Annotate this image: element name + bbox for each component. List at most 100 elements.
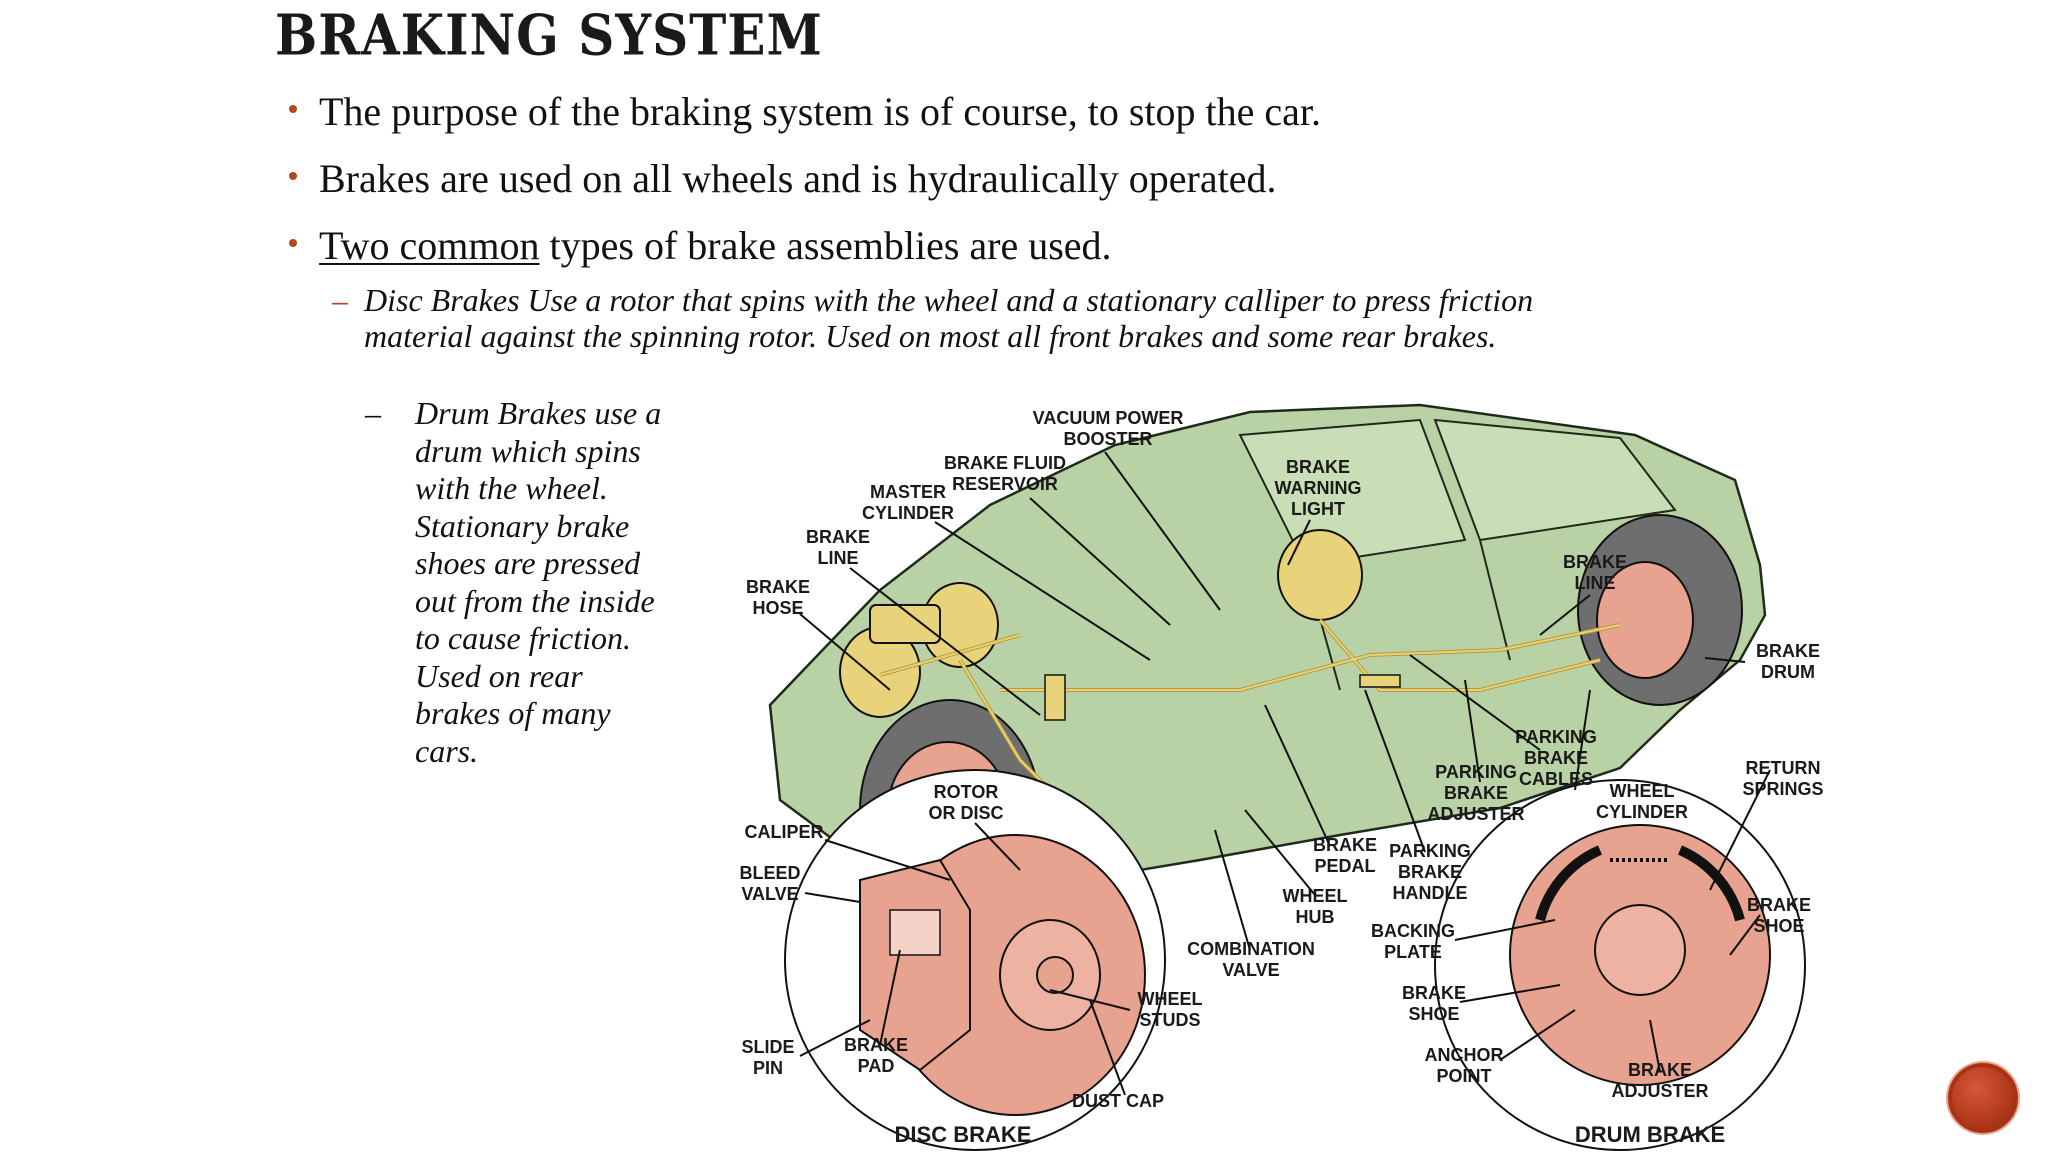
label-parking-brake-handle: PARKING BRAKE HANDLE	[1389, 841, 1471, 903]
diagram-svg: VACUUM POWER BOOSTER BRAKE FLUID RESERVO…	[739, 403, 1824, 1151]
brake-pedal	[1044, 674, 1066, 721]
svg-text:BRAKE: BRAKE	[1402, 983, 1466, 1003]
svg-text:WARNING: WARNING	[1275, 478, 1362, 498]
svg-text:SPRINGS: SPRINGS	[1742, 779, 1823, 799]
drum-line: cars.	[415, 732, 479, 769]
slide-title: BRAKING SYSTEM	[275, 2, 823, 69]
braking-system-diagram: VACUUM POWER BOOSTER BRAKE FLUID RESERVO…	[720, 390, 1840, 1152]
svg-text:LIGHT: LIGHT	[1291, 499, 1345, 519]
label-brake-drum: BRAKE DRUM	[1756, 641, 1820, 682]
svg-text:PARKING: PARKING	[1515, 727, 1597, 747]
svg-text:WHEEL: WHEEL	[1138, 989, 1203, 1009]
svg-text:ADJUSTER: ADJUSTER	[1427, 804, 1524, 824]
svg-text:ROTOR: ROTOR	[934, 782, 999, 802]
label-brake-shoe-left: BRAKE SHOE	[1402, 983, 1466, 1024]
label-wheel-studs: WHEEL STUDS	[1138, 989, 1203, 1030]
svg-text:POINT: POINT	[1436, 1066, 1491, 1086]
label-brake-pedal: BRAKE PEDAL	[1313, 835, 1377, 876]
brake-shoe	[1677, 845, 1745, 922]
disc-line-1: Disc Brakes Use a rotor that spins with …	[364, 282, 1534, 318]
svg-text:SLIDE: SLIDE	[741, 1037, 794, 1057]
bullet-dot-icon	[289, 239, 297, 247]
bullet-item: Brakes are used on all wheels and is hyd…	[285, 155, 1785, 203]
label-return-springs: RETURN SPRINGS	[1742, 758, 1823, 799]
car-window-front	[1238, 418, 1467, 567]
bullet-item: Two common types of brake assemblies are…	[285, 222, 1785, 270]
svg-text:WHEEL: WHEEL	[1283, 886, 1348, 906]
svg-text:PIN: PIN	[753, 1058, 783, 1078]
drum-brake-description: – Drum Brakes use a drum which spins wit…	[365, 395, 770, 770]
svg-text:BRAKE: BRAKE	[1524, 748, 1588, 768]
sub-bullet-dash: –	[365, 395, 381, 431]
drum-line: Used on rear	[415, 657, 583, 694]
drum-line: drum which spins	[415, 432, 641, 469]
svg-text:ADJUSTER: ADJUSTER	[1611, 1081, 1708, 1101]
bullet-list: The purpose of the braking system is of …	[285, 88, 1785, 289]
svg-text:PARKING: PARKING	[1435, 762, 1517, 782]
svg-text:BRAKE: BRAKE	[806, 527, 870, 547]
caption-drum-brake: DRUM BRAKE	[1575, 1122, 1725, 1147]
svg-text:PAD: PAD	[858, 1056, 895, 1076]
drum-line: to cause friction.	[415, 620, 631, 656]
svg-text:COMBINATION: COMBINATION	[1187, 939, 1315, 959]
svg-text:MASTER: MASTER	[870, 482, 946, 502]
svg-text:VALVE: VALVE	[741, 884, 798, 904]
svg-text:CYLINDER: CYLINDER	[862, 503, 954, 523]
bullet-text: types of brake assemblies are used.	[539, 223, 1112, 268]
label-brake-pad: BRAKE PAD	[844, 1035, 908, 1076]
bullet-underlined-text: Two common	[319, 223, 540, 268]
svg-text:ANCHOR: ANCHOR	[1425, 1045, 1504, 1065]
car-window-rear	[1433, 418, 1677, 542]
svg-text:SHOE: SHOE	[1408, 1004, 1459, 1024]
svg-text:BOOSTER: BOOSTER	[1063, 429, 1152, 449]
svg-text:VACUUM POWER: VACUUM POWER	[1033, 408, 1184, 428]
svg-text:PLATE: PLATE	[1384, 942, 1442, 962]
drum-line: with the wheel.	[415, 470, 608, 506]
leader-lines	[799, 451, 1771, 1096]
brake-pad	[889, 909, 941, 956]
slide-nav-button[interactable]	[1948, 1063, 2018, 1133]
label-bleed-valve: BLEED VALVE	[739, 863, 800, 904]
svg-text:BRAKE FLUID: BRAKE FLUID	[944, 453, 1066, 473]
brake-lines	[879, 619, 1621, 791]
drum-line: shoes are pressed	[415, 545, 641, 581]
brake-shoe	[1535, 845, 1603, 922]
svg-text:BRAKE: BRAKE	[1286, 457, 1350, 477]
label-vacuum-power-booster: VACUUM POWER BOOSTER	[1033, 408, 1184, 449]
master-cylinder	[869, 604, 941, 644]
label-brake-warning-light: BRAKE WARNING LIGHT	[1275, 457, 1362, 519]
svg-text:PARKING: PARKING	[1389, 841, 1471, 861]
drum-line: out from the inside	[415, 582, 655, 619]
label-rotor-or-disc: ROTOR OR DISC	[928, 782, 1003, 823]
drum-line: Drum Brakes use a	[415, 395, 662, 431]
label-dust-cap: DUST CAP	[1072, 1091, 1164, 1111]
caption-disc-brake: DISC BRAKE	[895, 1122, 1032, 1147]
label-brake-fluid-reservoir: BRAKE FLUID RESERVOIR	[944, 453, 1066, 494]
bullet-text: The purpose of the braking system is of …	[319, 89, 1321, 134]
svg-text:CYLINDER: CYLINDER	[1596, 802, 1688, 822]
bullet-item: The purpose of the braking system is of …	[285, 88, 1785, 136]
label-wheel-cylinder: WHEEL CYLINDER	[1596, 781, 1688, 822]
label-parking-brake-adjuster: PARKING BRAKE ADJUSTER	[1427, 762, 1524, 824]
svg-text:RETURN: RETURN	[1746, 758, 1821, 778]
svg-text:HANDLE: HANDLE	[1393, 883, 1468, 903]
label-brake-shoe-right: BRAKE SHOE	[1747, 895, 1811, 936]
label-anchor-point: ANCHOR POINT	[1425, 1045, 1504, 1086]
svg-text:DUST CAP: DUST CAP	[1072, 1091, 1164, 1111]
svg-text:RESERVOIR: RESERVOIR	[952, 474, 1058, 494]
svg-text:CALIPER: CALIPER	[744, 822, 823, 842]
bullet-text: Brakes are used on all wheels and is hyd…	[319, 156, 1277, 201]
label-parking-brake-cables: PARKING BRAKE CABLES	[1515, 727, 1597, 789]
svg-text:BRAKE: BRAKE	[1563, 552, 1627, 572]
svg-text:STUDS: STUDS	[1139, 1010, 1200, 1030]
svg-text:CABLES: CABLES	[1519, 769, 1593, 789]
parking-brake-drum	[1277, 529, 1363, 621]
svg-text:BRAKE: BRAKE	[1313, 835, 1377, 855]
svg-text:HOSE: HOSE	[752, 598, 803, 618]
label-slide-pin: SLIDE PIN	[741, 1037, 794, 1078]
svg-text:BRAKE: BRAKE	[746, 577, 810, 597]
svg-text:VALVE: VALVE	[1222, 960, 1279, 980]
disc-brake-description: – Disc Brakes Use a rotor that spins wit…	[332, 282, 1804, 354]
svg-text:BRAKE: BRAKE	[1756, 641, 1820, 661]
rear-brake-drum	[1596, 561, 1694, 679]
